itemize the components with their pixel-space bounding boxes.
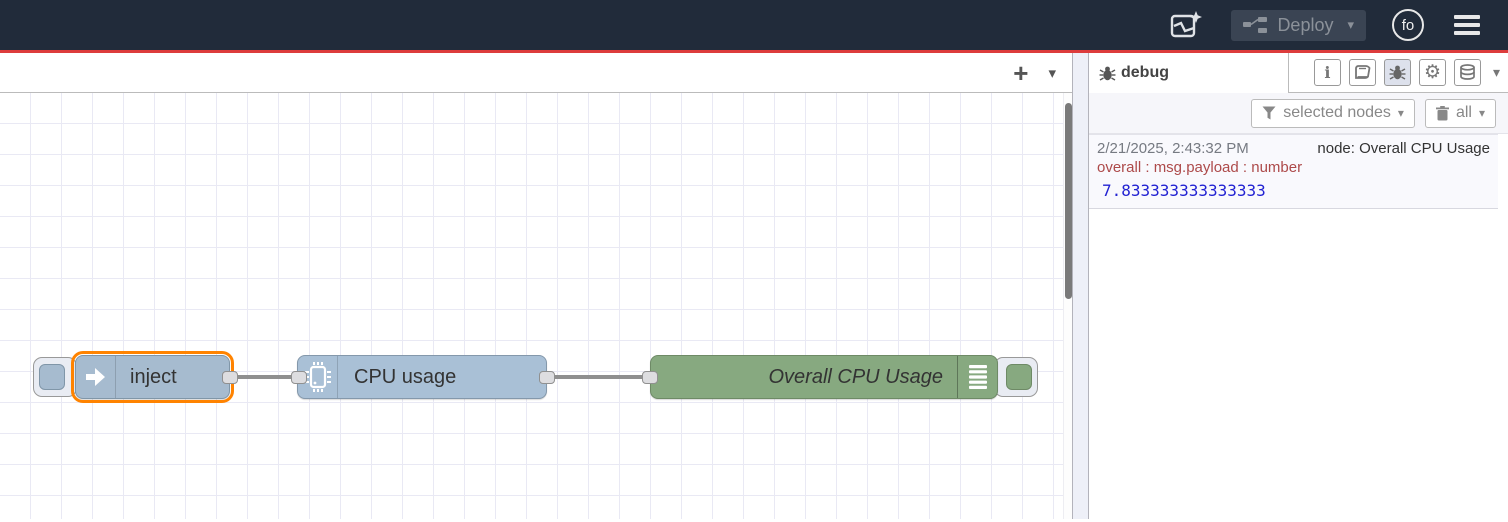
clear-messages-button[interactable]: all ▾	[1424, 98, 1496, 128]
clear-chevron-icon: ▾	[1478, 106, 1485, 120]
gear-icon: ⚙	[1423, 62, 1441, 83]
user-avatar[interactable]: fo	[1392, 9, 1424, 41]
clear-label: all	[1455, 104, 1472, 121]
deploy-icon	[1243, 17, 1268, 33]
context-tab-button[interactable]	[1453, 59, 1481, 86]
sidebar-resize-handle[interactable]	[1072, 53, 1089, 519]
tab-debug-label: debug	[1121, 64, 1169, 81]
funnel-icon	[1262, 106, 1276, 120]
message-payload-value[interactable]: 7.833333333333333	[1102, 181, 1266, 200]
canvas-vertical-scrollbar	[1063, 93, 1072, 519]
node-inject[interactable]: inject	[71, 351, 234, 403]
config-tab-button[interactable]: ⚙	[1418, 59, 1446, 86]
message-source-node: node: Overall CPU Usage	[1317, 140, 1490, 157]
debug-list-icon	[957, 356, 997, 398]
sidebar-header: debug i	[1089, 53, 1508, 93]
flow-tabstrip: + ▾	[0, 53, 1072, 93]
workspace: + ▾ inject	[0, 53, 1072, 519]
header-bar: Deploy ▾ fo	[0, 0, 1508, 53]
node-label: inject	[130, 365, 177, 388]
node-label: CPU usage	[354, 365, 457, 388]
filter-label: selected nodes	[1283, 104, 1391, 121]
add-flow-button[interactable]: +	[1013, 57, 1029, 88]
cpu-output-port[interactable]	[539, 371, 555, 384]
message-meta: overall : msg.payload : number	[1097, 159, 1303, 176]
filter-button[interactable]: selected nodes ▾	[1251, 98, 1415, 128]
help-tab-button[interactable]	[1348, 59, 1376, 86]
debug-toggle-button[interactable]	[994, 357, 1038, 397]
scrollbar-thumb[interactable]	[1065, 103, 1072, 299]
filter-chevron-icon: ▾	[1397, 106, 1404, 120]
deploy-button[interactable]: Deploy ▾	[1231, 9, 1366, 41]
debug-tab-button[interactable]	[1383, 59, 1411, 86]
debug-input-port[interactable]	[642, 371, 658, 384]
sidebar-menu-chevron-icon[interactable]: ▾	[1492, 64, 1500, 80]
main-menu-icon[interactable]	[1450, 11, 1484, 39]
cpu-input-port[interactable]	[291, 371, 307, 384]
deploy-chevron-icon[interactable]: ▾	[1347, 17, 1354, 32]
trash-icon	[1435, 105, 1449, 121]
sidebar-tab-buttons: i	[1313, 59, 1500, 86]
flow-list-chevron-icon[interactable]: ▾	[1048, 64, 1056, 82]
node-overall-cpu-usage[interactable]: Overall CPU Usage	[650, 355, 998, 399]
inject-trigger-button[interactable]	[33, 357, 77, 397]
debug-sidebar: debug i	[1089, 53, 1508, 519]
debug-toolbar: selected nodes ▾ all ▾	[1089, 93, 1508, 134]
node-cpu-usage[interactable]: CPU usage	[297, 355, 547, 399]
deploy-label: Deploy	[1277, 14, 1334, 35]
inject-output-port[interactable]	[222, 371, 238, 384]
inject-icon	[76, 356, 116, 398]
bug-icon	[1099, 65, 1116, 82]
info-tab-button[interactable]: i	[1313, 59, 1341, 86]
debug-message[interactable]: 2/21/2025, 2:43:32 PM node: Overall CPU …	[1089, 134, 1498, 209]
flow-canvas[interactable]: inject CPU	[0, 93, 1072, 519]
message-timestamp: 2/21/2025, 2:43:32 PM	[1097, 140, 1249, 157]
avatar-initials: fo	[1401, 16, 1415, 34]
node-label: Overall CPU Usage	[768, 365, 943, 388]
flow-assistant-icon[interactable]	[1167, 8, 1205, 42]
tab-debug[interactable]: debug	[1089, 53, 1289, 93]
wires-layer	[228, 375, 654, 379]
debug-message-list: 2/21/2025, 2:43:32 PM node: Overall CPU …	[1089, 134, 1508, 519]
